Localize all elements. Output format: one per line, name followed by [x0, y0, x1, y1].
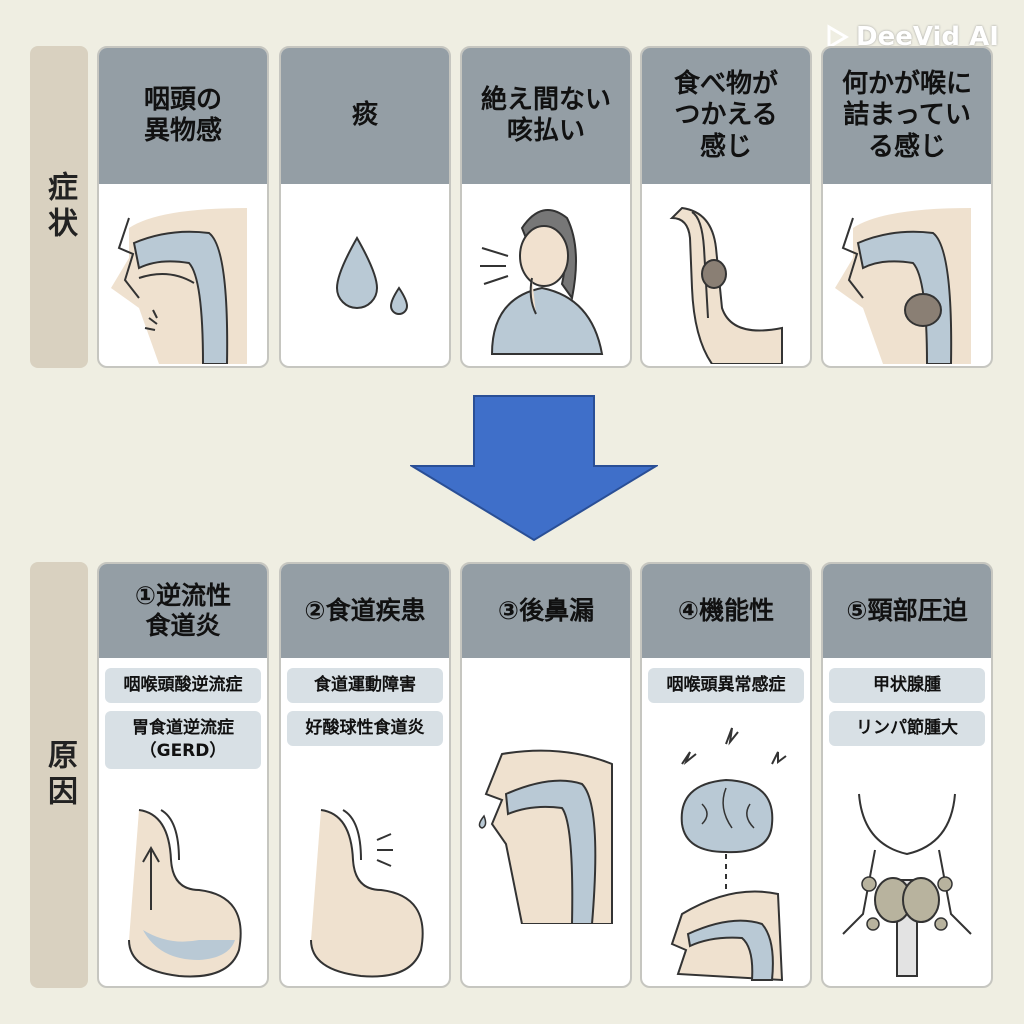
cause-card-1: ①逆流性 食道炎 咽喉頭酸逆流症 胃食道逆流症 （GERD）	[97, 562, 269, 988]
symptom-card-1: 咽頭の 異物感	[97, 46, 269, 368]
cause-tag: 好酸球性食道炎	[287, 710, 443, 746]
symptom-card-4: 食べ物が つかえる 感じ	[640, 46, 812, 368]
coughing-woman-icon	[480, 209, 604, 355]
cause-card-2: ②食道疾患 食道運動障害 好酸球性食道炎	[279, 562, 451, 988]
symptom-card-2: 痰	[279, 46, 451, 368]
cause-card-5: ⑤頸部圧迫 甲状腺腫 リンパ節腫大	[821, 562, 993, 988]
symptoms-side-label: 症状	[30, 46, 88, 368]
cause-title: ④機能性	[642, 564, 810, 658]
cause-tag: 食道運動障害	[287, 668, 443, 703]
esophagus-lump-icon	[669, 206, 783, 364]
symptom-card-5: 何かが喉に 詰まってい る感じ	[821, 46, 993, 368]
symptoms-label: 症状	[42, 171, 77, 243]
brain-throat-icon	[670, 727, 787, 982]
symptom-title: 食べ物が つかえる 感じ	[642, 48, 810, 184]
symptom-title: 咽頭の 異物感	[99, 48, 267, 184]
cause-title: ⑤頸部圧迫	[823, 564, 991, 658]
cause-tag: 咽喉頭酸逆流症	[105, 668, 261, 703]
cause-card-3: ③後鼻漏	[460, 562, 632, 988]
cause-title: ②食道疾患	[281, 564, 449, 658]
throat-profile-icon	[111, 208, 247, 364]
causes-side-label: 原因	[30, 562, 88, 988]
cause-title: ③後鼻漏	[462, 564, 630, 658]
cause-tag: 甲状腺腫	[829, 668, 985, 703]
phlegm-drop-icon	[335, 235, 409, 315]
cause-tag: 咽喉頭異常感症	[648, 668, 804, 703]
symptom-card-3: 絶え間ない 咳払い	[460, 46, 632, 368]
cause-tag: 胃食道逆流症 （GERD）	[105, 710, 261, 769]
play-logo-icon	[827, 24, 849, 50]
symptom-title: 痰	[281, 48, 449, 184]
esophagus-stomach-icon	[310, 809, 424, 978]
symptom-title: 絶え間ない 咳払い	[462, 48, 630, 184]
postnasal-drip-icon	[478, 749, 613, 924]
causes-label: 原因	[42, 739, 77, 811]
throat-lump-icon	[835, 208, 971, 364]
stomach-reflux-icon	[128, 809, 242, 978]
cause-title: ①逆流性 食道炎	[99, 564, 267, 658]
cause-card-4: ④機能性 咽喉頭異常感症	[640, 562, 812, 988]
symptom-title: 何かが喉に 詰まってい る感じ	[823, 48, 991, 184]
down-arrow-icon	[410, 395, 658, 542]
cause-tag: リンパ節腫大	[829, 710, 985, 746]
neck-thyroid-icon	[842, 793, 972, 977]
